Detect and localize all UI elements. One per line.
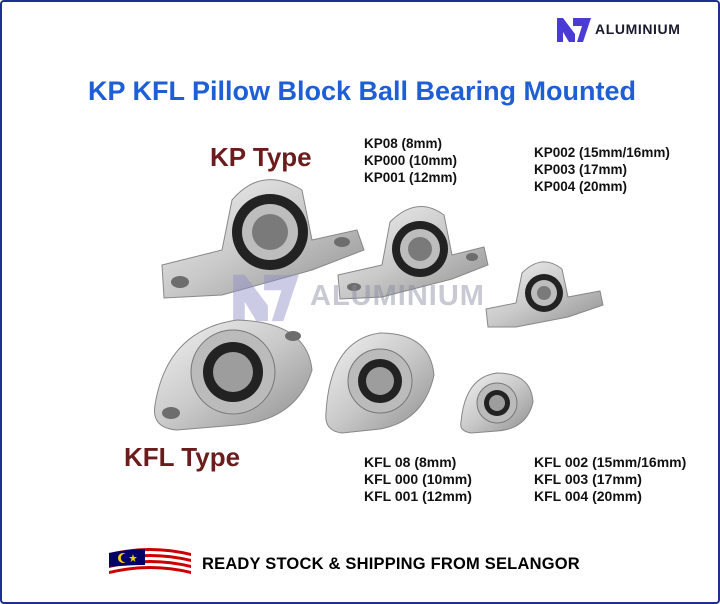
kfl-models-column-2: KFL 002 (15mm/16mm) KFL 003 (17mm) KFL 0…: [534, 454, 686, 505]
model-item: KFL 001 (12mm): [364, 488, 472, 504]
kfl-bearing-small-image: [460, 372, 534, 434]
kfl-type-label: KFL Type: [124, 442, 241, 472]
brand-logo: ALUMINIUM: [555, 14, 681, 44]
watermark-text: ALUMINIUM: [310, 279, 485, 312]
kfl-models-column-1: KFL 08 (8mm) KFL 000 (10mm) KFL 001 (12m…: [364, 454, 472, 505]
model-item: KFL 08 (8mm): [364, 454, 457, 470]
model-item: KFL 002 (15mm/16mm): [534, 454, 687, 470]
malaysia-flag-icon: [109, 548, 191, 577]
model-item: KFL 004 (20mm): [534, 488, 642, 504]
model-item: KP001 (12mm): [364, 170, 458, 185]
shipping-notice: READY STOCK & SHIPPING FROM SELANGOR: [202, 555, 580, 573]
watermark-mark-icon: [233, 274, 299, 322]
model-item: KFL 003 (17mm): [534, 471, 642, 487]
model-item: KP002 (15mm/16mm): [534, 145, 670, 160]
kp-type-label: KP Type: [210, 142, 312, 172]
kfl-bearing-medium-image: [325, 332, 435, 434]
brand-watermark: ALUMINIUM: [224, 267, 485, 325]
kp-models-column-2: KP002 (15mm/16mm) KP003 (17mm) KP004 (20…: [534, 144, 670, 195]
model-item: KP004 (20mm): [534, 179, 628, 194]
kp-models-column-1: KP08 (8mm) KP000 (10mm) KP001 (12mm): [364, 135, 457, 186]
model-item: KFL 000 (10mm): [364, 471, 472, 487]
brand-logo-text: ALUMINIUM: [595, 21, 681, 37]
kp-bearing-large-image: [161, 179, 365, 299]
brand-mark-icon: [557, 18, 591, 42]
kp-bearing-small-image: [485, 261, 604, 328]
model-item: KP000 (10mm): [364, 153, 458, 168]
kfl-bearing-large-image: [153, 319, 313, 431]
model-item: KP08 (8mm): [364, 136, 443, 151]
model-item: KP003 (17mm): [534, 162, 628, 177]
page-title: KP KFL Pillow Block Ball Bearing Mounted: [87, 76, 637, 106]
kp-bearing-medium-image: [337, 206, 489, 300]
